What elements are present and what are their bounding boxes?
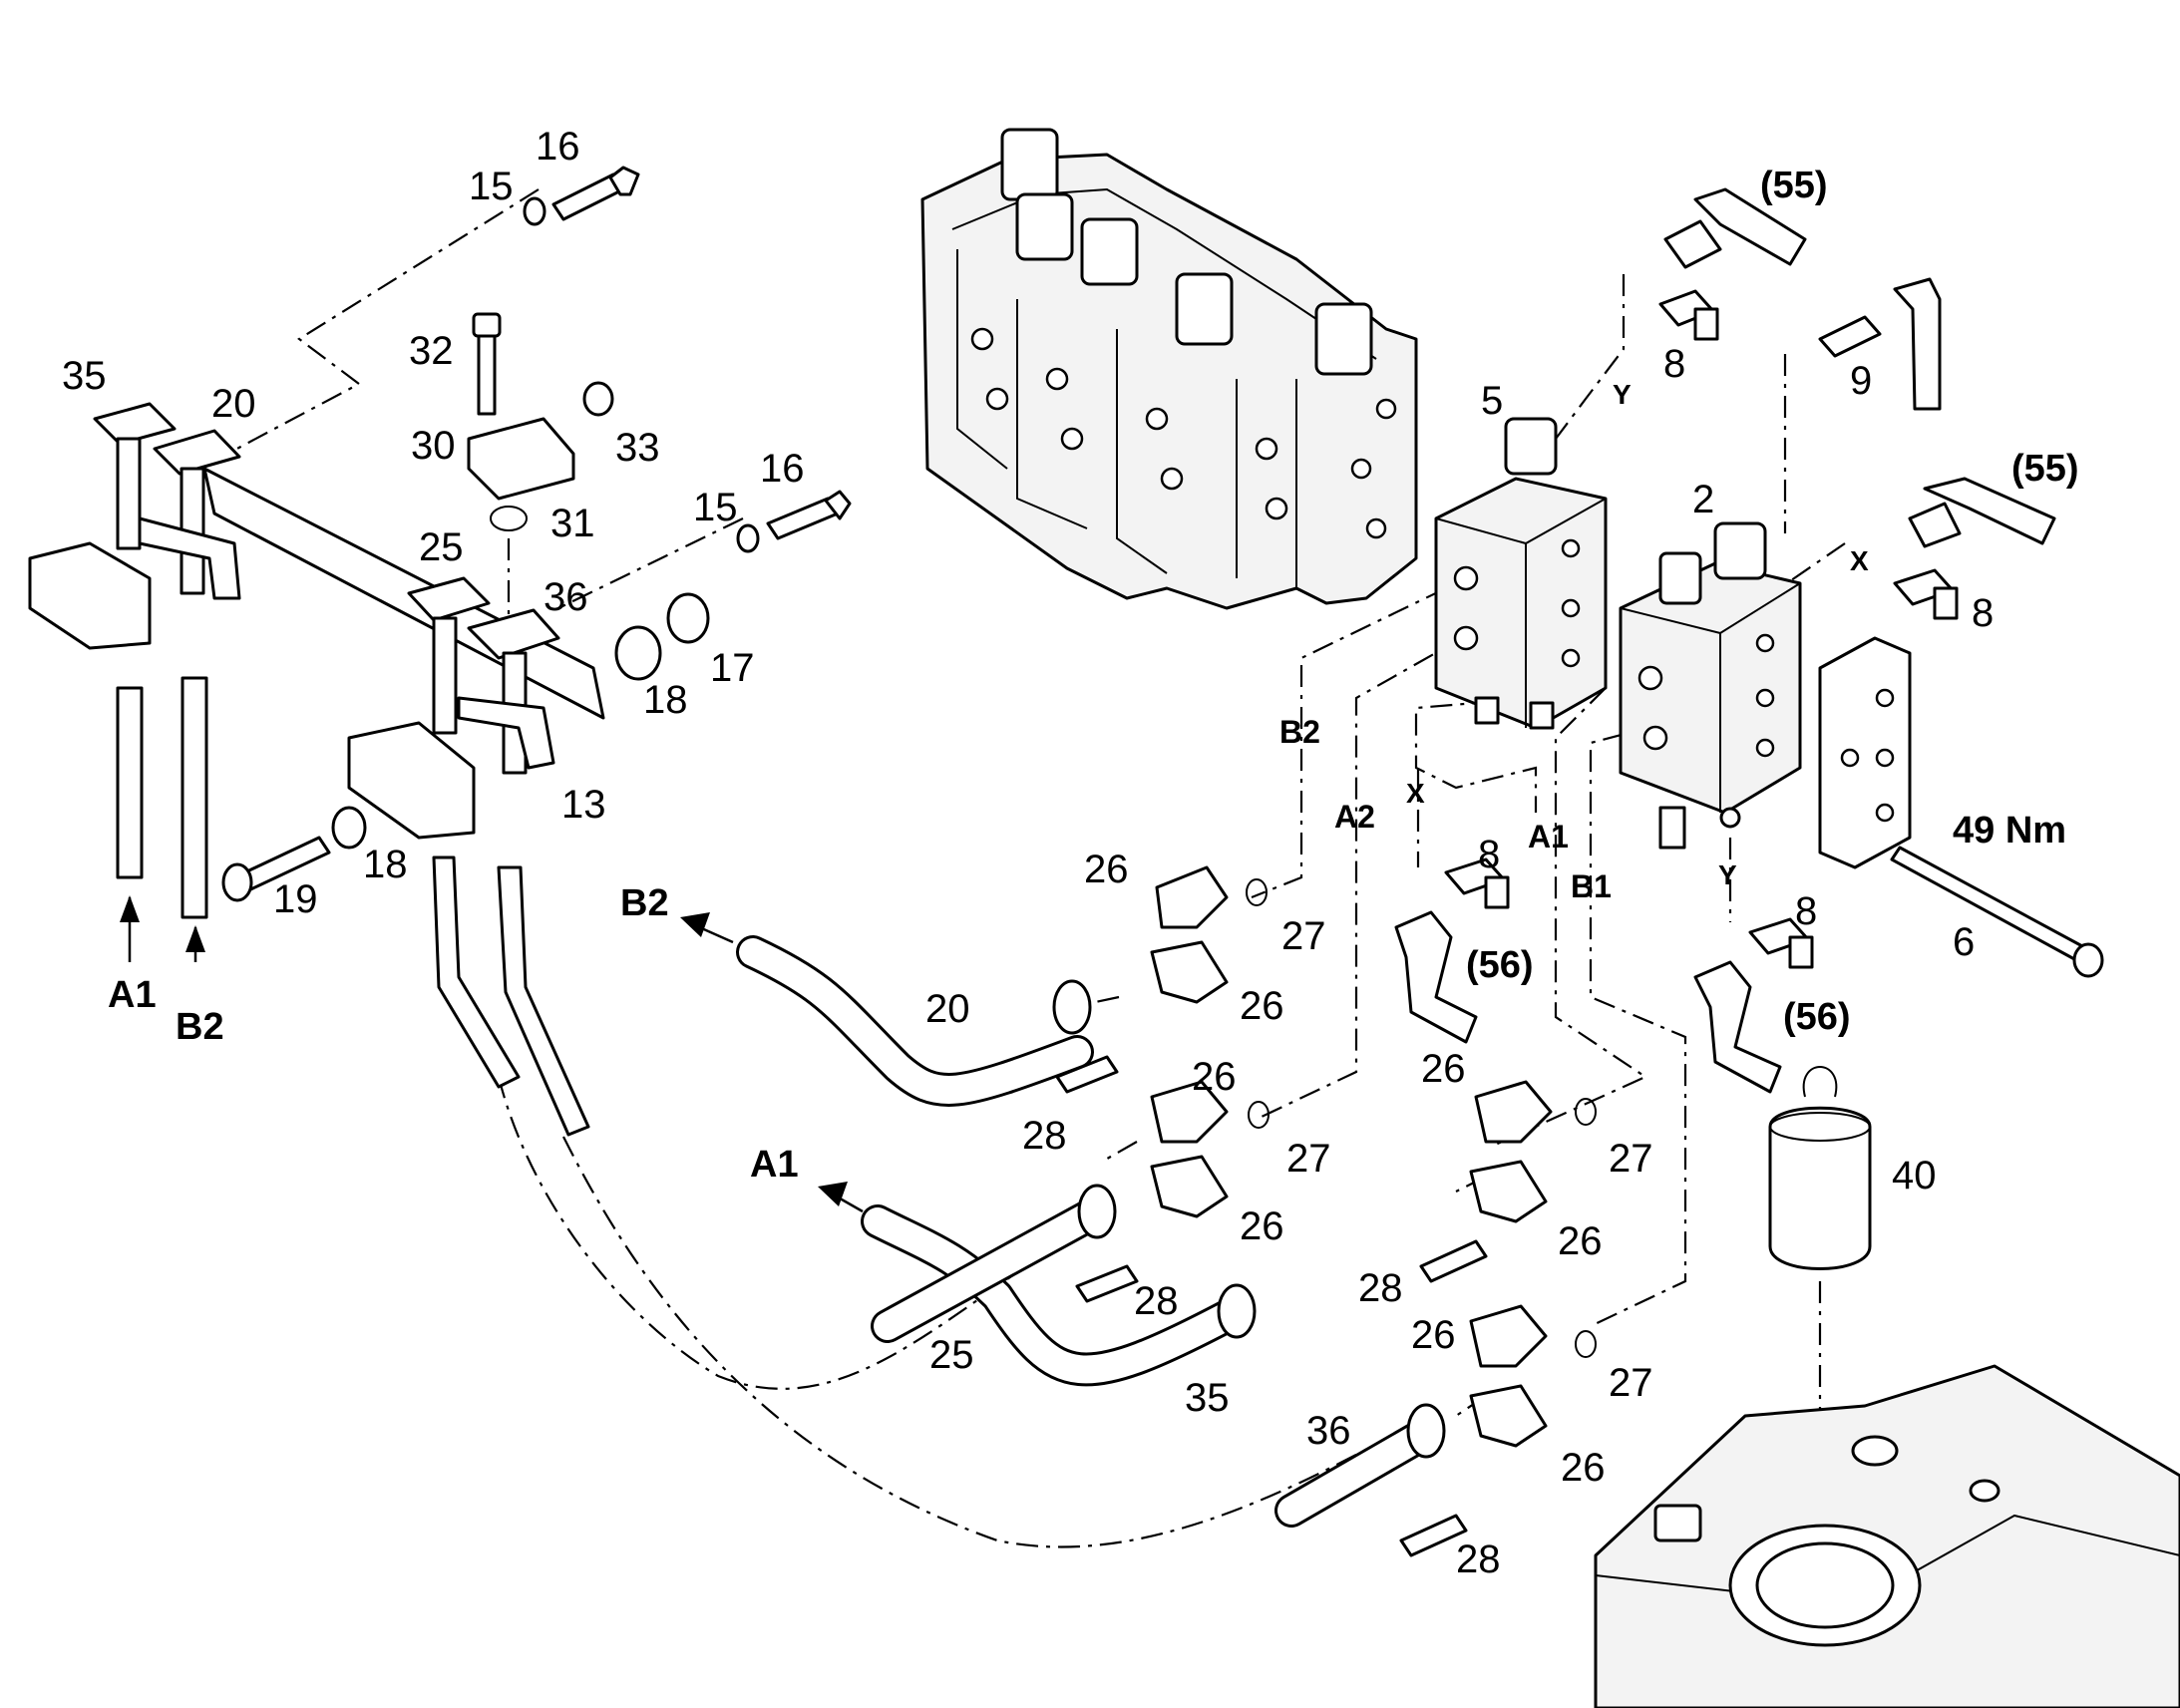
callout-30: 30 bbox=[411, 424, 456, 468]
hydraulic-tank bbox=[1594, 1364, 2180, 1708]
port-x-label: X bbox=[1406, 778, 1425, 809]
callout-25: 25 bbox=[419, 525, 464, 569]
port-a1-label: A1 bbox=[108, 974, 157, 1016]
callout-27: 27 bbox=[1286, 1137, 1331, 1181]
callout-26: 26 bbox=[1084, 848, 1129, 891]
port-b2-line-label: B2 bbox=[1279, 714, 1320, 750]
torque-label: 49 Nm bbox=[1953, 810, 2066, 852]
callout-16: 16 bbox=[536, 125, 580, 169]
callout-15: 15 bbox=[469, 165, 514, 208]
callout-32: 32 bbox=[409, 329, 454, 373]
callout-36: 36 bbox=[544, 575, 588, 619]
callout-35: 35 bbox=[1185, 1376, 1230, 1420]
callout-40: 40 bbox=[1892, 1154, 1937, 1197]
port-a1-line-label: A1 bbox=[1528, 819, 1569, 854]
valve-section-2 bbox=[1619, 521, 1802, 850]
callout-26: 26 bbox=[1192, 1055, 1237, 1099]
port-labels: A1 B2 B2 A1 B2 A2 A1 B1 Y X X Y bbox=[108, 379, 1869, 1186]
callout-35: 35 bbox=[62, 354, 107, 398]
filter-element-40 bbox=[1768, 1066, 1872, 1270]
callout-55: (55) bbox=[2011, 448, 2079, 490]
fittings-and-hoses bbox=[1394, 187, 2056, 1094]
valve-section-5 bbox=[1434, 417, 1608, 730]
callout-26: 26 bbox=[1240, 984, 1284, 1028]
port-x-label: X bbox=[1850, 545, 1869, 576]
port-a1-arrow-label: A1 bbox=[750, 1144, 799, 1186]
callout-28: 28 bbox=[1358, 1266, 1403, 1310]
port-a2-line-label: A2 bbox=[1334, 799, 1375, 835]
callout-6: 6 bbox=[1953, 920, 1975, 964]
callout-56: (56) bbox=[1466, 944, 1534, 986]
callout-15: 15 bbox=[693, 486, 738, 529]
port-b1-line-label: B1 bbox=[1571, 868, 1612, 904]
callout-8: 8 bbox=[1663, 342, 1685, 386]
callout-17: 17 bbox=[710, 646, 755, 690]
left-manifold-assembly bbox=[28, 166, 852, 1137]
outlet-arrows bbox=[680, 912, 864, 1213]
callout-27: 27 bbox=[1609, 1137, 1653, 1181]
main-control-valve bbox=[920, 128, 1418, 610]
port-b2-label: B2 bbox=[176, 1006, 224, 1048]
callout-27: 27 bbox=[1609, 1361, 1653, 1405]
pipe-20-b2 bbox=[736, 865, 1268, 1107]
callout-26: 26 bbox=[1558, 1219, 1603, 1263]
end-plate-and-stud bbox=[1818, 636, 2104, 978]
callout-27: 27 bbox=[1281, 914, 1326, 958]
callout-26: 26 bbox=[1240, 1204, 1284, 1248]
callout-5: 5 bbox=[1481, 379, 1503, 423]
callout-20: 20 bbox=[925, 987, 970, 1031]
port-b2-arrow-label: B2 bbox=[620, 882, 669, 924]
callout-55: (55) bbox=[1760, 165, 1828, 206]
callout-9: 9 bbox=[1850, 359, 1872, 403]
callout-25: 25 bbox=[929, 1333, 974, 1377]
callout-8: 8 bbox=[1795, 889, 1817, 933]
connection-lines bbox=[198, 188, 1885, 1565]
callout-20: 20 bbox=[211, 382, 256, 426]
callout-31: 31 bbox=[550, 502, 595, 545]
callout-26: 26 bbox=[1411, 1313, 1456, 1357]
callout-8: 8 bbox=[1478, 833, 1500, 876]
callout-26: 26 bbox=[1561, 1446, 1606, 1490]
callout-16: 16 bbox=[760, 447, 805, 491]
inlet-arrows bbox=[120, 895, 205, 962]
callout-13: 13 bbox=[561, 783, 606, 827]
callout-36: 36 bbox=[1306, 1409, 1351, 1453]
port-y-label: Y bbox=[1613, 379, 1632, 410]
callout-56: (56) bbox=[1783, 996, 1851, 1038]
callout-28: 28 bbox=[1456, 1537, 1501, 1581]
callout-labels: 16 15 35 20 32 30 33 31 16 15 25 36 17 1… bbox=[62, 125, 2079, 1581]
callout-18: 18 bbox=[643, 678, 688, 722]
port-y-label: Y bbox=[1718, 859, 1737, 890]
callout-28: 28 bbox=[1134, 1279, 1179, 1323]
callout-18: 18 bbox=[363, 843, 408, 886]
callout-26: 26 bbox=[1421, 1047, 1466, 1091]
pipe-35-and-25-a1 bbox=[861, 1080, 1597, 1387]
callout-8: 8 bbox=[1972, 591, 1994, 635]
callout-33: 33 bbox=[615, 426, 660, 470]
callout-28: 28 bbox=[1022, 1114, 1067, 1158]
callout-2: 2 bbox=[1692, 478, 1714, 521]
callout-19: 19 bbox=[273, 877, 318, 921]
pipe-36 bbox=[1274, 1304, 1597, 1557]
